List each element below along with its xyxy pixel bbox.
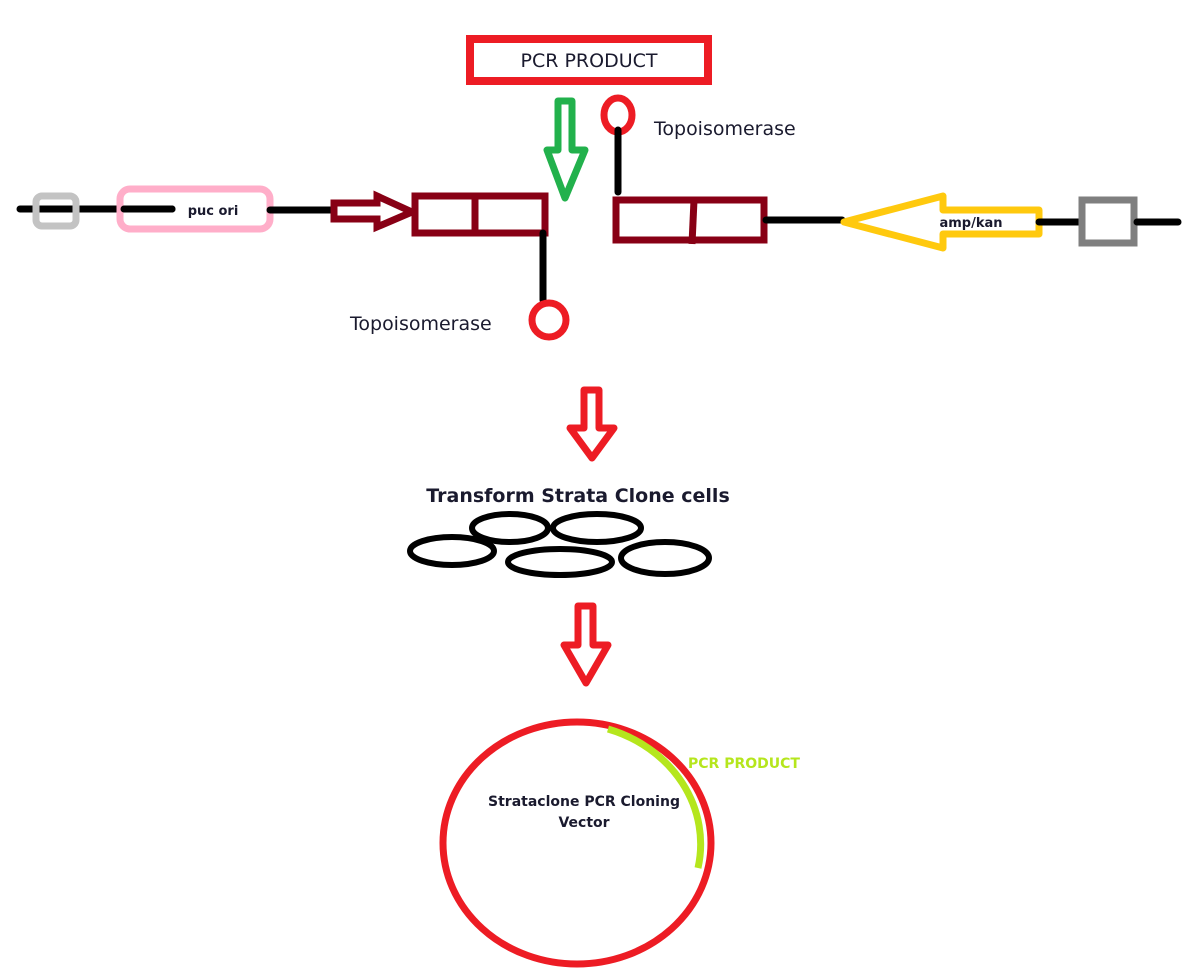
competent-cells [407, 511, 712, 578]
cell [469, 511, 551, 545]
left-topo-site-box [411, 192, 549, 237]
left-vector-arm: puc ori Topoisomerase [16, 185, 570, 341]
pcr-product-label: PCR PRODUCT [521, 50, 658, 72]
cell [505, 546, 615, 578]
transform-label: Transform Strata Clone cells [426, 485, 730, 507]
right-vector-arm: Topoisomerase amp/kan [600, 94, 1182, 252]
vector-label-line-2: Vector [558, 815, 609, 831]
pcr-insert-label: PCR PRODUCT [688, 756, 800, 772]
left-end-box [32, 192, 80, 230]
cell [618, 539, 712, 577]
puc-ori-label: puc ori [188, 204, 239, 219]
promoter-arrow [330, 190, 421, 233]
right-end-box [1078, 196, 1138, 247]
topoisomerase-top-label: Topoisomerase [653, 118, 796, 140]
cloning-vector: Strataclone PCR Cloning Vector PCR PRODU… [439, 718, 800, 968]
cell [407, 534, 497, 568]
pcr-insert-arc [607, 725, 705, 869]
transform-arrow [566, 386, 618, 462]
insert-arrow [543, 97, 589, 202]
topoisomerase-bottom-label: Topoisomerase [349, 313, 492, 335]
ligation-arrow [560, 602, 612, 687]
cell [550, 511, 644, 545]
amp-kan-label: amp/kan [939, 216, 1002, 231]
topoisomerase-bottom-icon [528, 299, 570, 341]
pcr-product-box: PCR PRODUCT [466, 35, 712, 85]
vector-label-line-1: Strataclone PCR Cloning [488, 794, 680, 810]
